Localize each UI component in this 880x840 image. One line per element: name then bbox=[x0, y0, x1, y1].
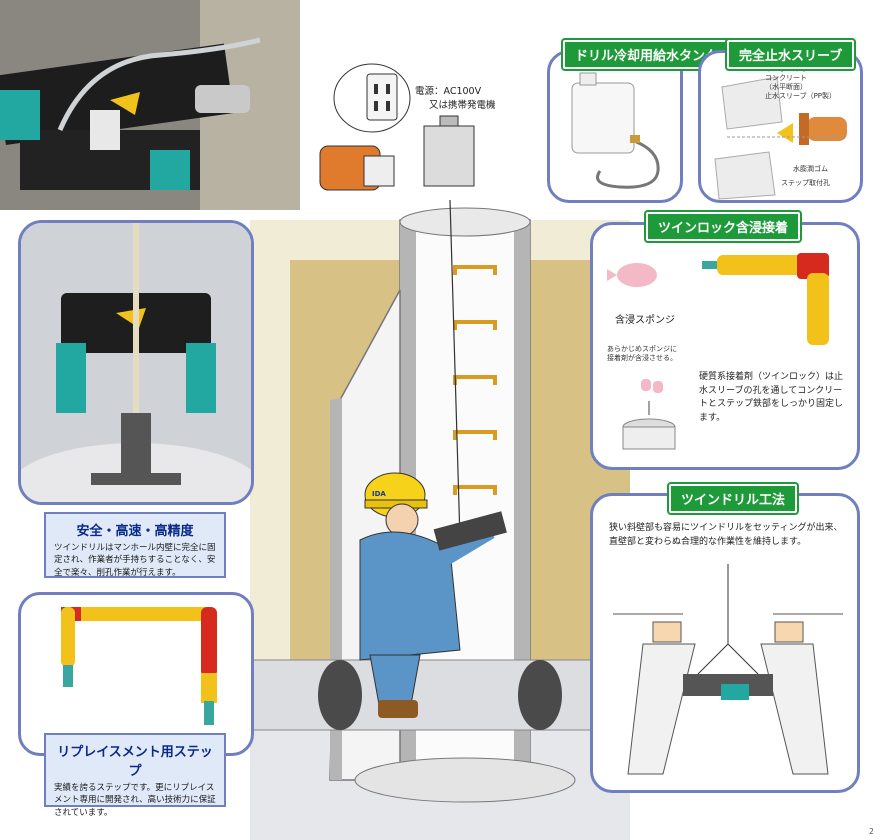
twindrill-desc: 狭い斜壁部も容易にツインドリルをセッティングが出来、直壁部と変わらぬ合理的な作業… bbox=[609, 523, 843, 547]
replace-caption: リプレイスメント用ステップ 実績を誇るステップです。更にリプレイスメント専用に開… bbox=[44, 733, 226, 818]
sleeve-callout-2: コンクリート bbox=[765, 74, 807, 83]
sponge-and-step-icon bbox=[607, 253, 829, 345]
power-equipment bbox=[319, 63, 475, 191]
power-line2: 又は携帯発電機 bbox=[429, 100, 496, 112]
replace-body: 実績を誇るステップです。更にリプレイスメント専用に開発され、高い技術力に保証され… bbox=[54, 783, 216, 818]
replace-title: リプレイスメント用ステップ bbox=[57, 745, 213, 779]
safety-panel bbox=[18, 220, 254, 505]
worker-illustration bbox=[359, 472, 507, 718]
twinlock-panel: 含浸スポンジ あらかじめスポンジに 接着剤が含浸させる。 硬質系接着剤（ツインロ… bbox=[590, 222, 860, 470]
safety-caption: 安全・高速・高精度 ツインドリルはマンホール内壁に完全に固定され、作業者が手持ち… bbox=[44, 512, 226, 578]
twinlock-note-line2: 接着剤が含浸させる。 bbox=[607, 354, 677, 363]
sponge-label: 含浸スポンジ bbox=[615, 315, 675, 326]
page-number: 2 bbox=[868, 827, 874, 836]
sleeve-callout-5: 水膨潤ゴム bbox=[793, 165, 828, 173]
sleeve-diagram bbox=[714, 76, 847, 200]
sleeve-callout-4: 止水スリーブ（PP製） bbox=[765, 92, 837, 101]
water-tank-icon bbox=[571, 72, 660, 189]
sleeve-callout-6: ステップ取付孔 bbox=[781, 179, 830, 187]
twinlock-panel-label: ツインロック含浸接着 bbox=[646, 212, 801, 241]
tank-panel bbox=[547, 50, 683, 203]
drill-closeup-illustration bbox=[0, 0, 300, 210]
replace-panel bbox=[18, 592, 254, 756]
helmet-text: IDA bbox=[372, 490, 386, 498]
sleeve-panel-label: 完全止水スリーブ bbox=[727, 40, 855, 69]
replacement-step-icon bbox=[61, 607, 217, 725]
photo-drill-closeup bbox=[0, 0, 300, 210]
twinlock-note: あらかじめスポンジに 接着剤が含浸させる。 bbox=[607, 345, 677, 363]
sleeve-callout-1: インホールの bbox=[765, 65, 807, 73]
safety-title: 安全・高速・高精度 bbox=[76, 524, 194, 539]
sleeve-callout-3: （水平断面） bbox=[765, 83, 807, 92]
power-label: 電源：AC100V 又は携帯発電機 bbox=[415, 85, 496, 114]
safety-body: ツインドリルはマンホール内壁に完全に固定され、作業者が手持ちすることなく、安全で… bbox=[54, 543, 216, 578]
twindrill-panel-label: ツインドリル工法 bbox=[669, 484, 798, 513]
sleeve-callouts-top: インホールの コンクリート （水平断面） 止水スリーブ（PP製） bbox=[765, 65, 836, 101]
adhesive-cup-icon bbox=[622, 379, 676, 450]
power-line1: 電源：AC100V bbox=[415, 86, 482, 97]
sleeve-panel: インホールの コンクリート （水平断面） 止水スリーブ（PP製） 水膨潤ゴム ス… bbox=[698, 50, 863, 203]
twindrill-panel: 狭い斜壁部も容易にツインドリルをセッティングが出来、直壁部と変わらぬ合理的な作業… bbox=[590, 493, 860, 793]
drill-mount-illustration bbox=[21, 223, 251, 502]
twinlock-note-line1: あらかじめスポンジに bbox=[607, 345, 677, 353]
twindrill-diagram bbox=[613, 564, 843, 775]
twinlock-desc: 硬質系接着剤（ツインロック）は止水スリーブの孔を通してコンクリートとステップ鉄部… bbox=[699, 372, 844, 423]
